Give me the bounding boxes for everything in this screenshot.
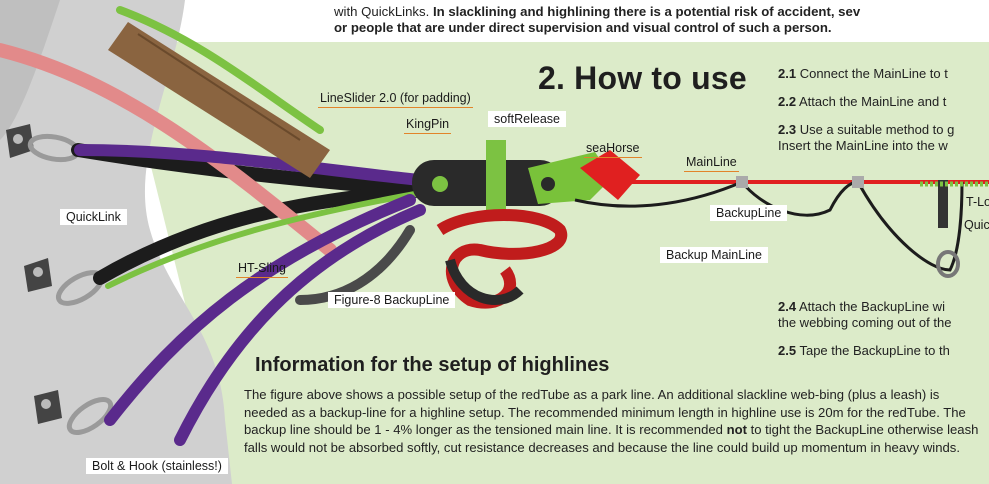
header-line-1: with QuickLinks. In slacklining and high… xyxy=(334,4,861,19)
rock-face xyxy=(0,0,232,484)
step-2-4-cont: the webbing coming out of the xyxy=(778,315,952,330)
step-2-1: 2.1 Connect the MainLine to t xyxy=(778,66,948,81)
pink-sling xyxy=(0,43,337,257)
step-2-3: 2.3 Use a suitable method to g xyxy=(778,122,955,137)
step-2-4: 2.4 Attach the BackupLine wi xyxy=(778,299,945,314)
green-panel xyxy=(120,42,989,484)
t-lock-shape xyxy=(938,180,948,228)
tape-2 xyxy=(852,176,864,188)
black-sling-1 xyxy=(71,143,427,197)
header-line-2: or people that are under direct supervis… xyxy=(334,20,832,35)
label-backupline: BackupLine xyxy=(710,205,788,221)
label-quicklink-right: Quic xyxy=(964,218,989,232)
step-2-3-cont: Insert the MainLine into the w xyxy=(778,138,948,153)
purple-sling-3 xyxy=(174,204,426,446)
label-softrelease: softRelease xyxy=(488,111,567,127)
bolt-anchor xyxy=(6,124,62,424)
step-2-5: 2.5 Tape the BackupLine to th xyxy=(778,343,950,358)
rock-shade xyxy=(0,0,60,140)
label-bolt-hook: Bolt & Hook (stainless!) xyxy=(86,458,228,474)
grey-sling xyxy=(295,225,415,305)
label-htsling: HT-Sling xyxy=(236,261,288,278)
purple-sling-2 xyxy=(104,194,416,426)
label-lineslider: LineSlider 2.0 (for padding) xyxy=(318,91,473,108)
label-tlock: T-Lo xyxy=(966,195,989,209)
label-figure8: Figure-8 BackupLine xyxy=(328,292,456,308)
softrelease-handle xyxy=(486,140,506,210)
lineslider-padding xyxy=(108,22,330,178)
purple-sling-1 xyxy=(74,144,426,186)
label-backup-mainline: Backup MainLine xyxy=(660,247,768,263)
quicklink-small xyxy=(936,250,960,278)
label-seahorse: seaHorse xyxy=(584,141,642,158)
info-paragraph: The figure above shows a possible setup … xyxy=(244,387,979,455)
figure8-black xyxy=(445,258,524,305)
black-sling-2 xyxy=(93,183,432,285)
label-quicklink: QuickLink xyxy=(60,209,127,225)
info-heading: Information for the setup of highlines xyxy=(255,354,610,376)
backupline-webbing xyxy=(574,180,964,272)
section-title: 2. How to use xyxy=(538,60,747,96)
label-mainline: MainLine xyxy=(684,155,739,172)
tape-1 xyxy=(736,176,748,188)
green-line-top xyxy=(116,6,324,134)
label-kingpin: KingPin xyxy=(404,117,452,134)
green-sling xyxy=(105,191,418,289)
red-webbing-knot xyxy=(580,150,640,200)
step-2-2: 2.2 Attach the MainLine and t xyxy=(778,94,947,109)
